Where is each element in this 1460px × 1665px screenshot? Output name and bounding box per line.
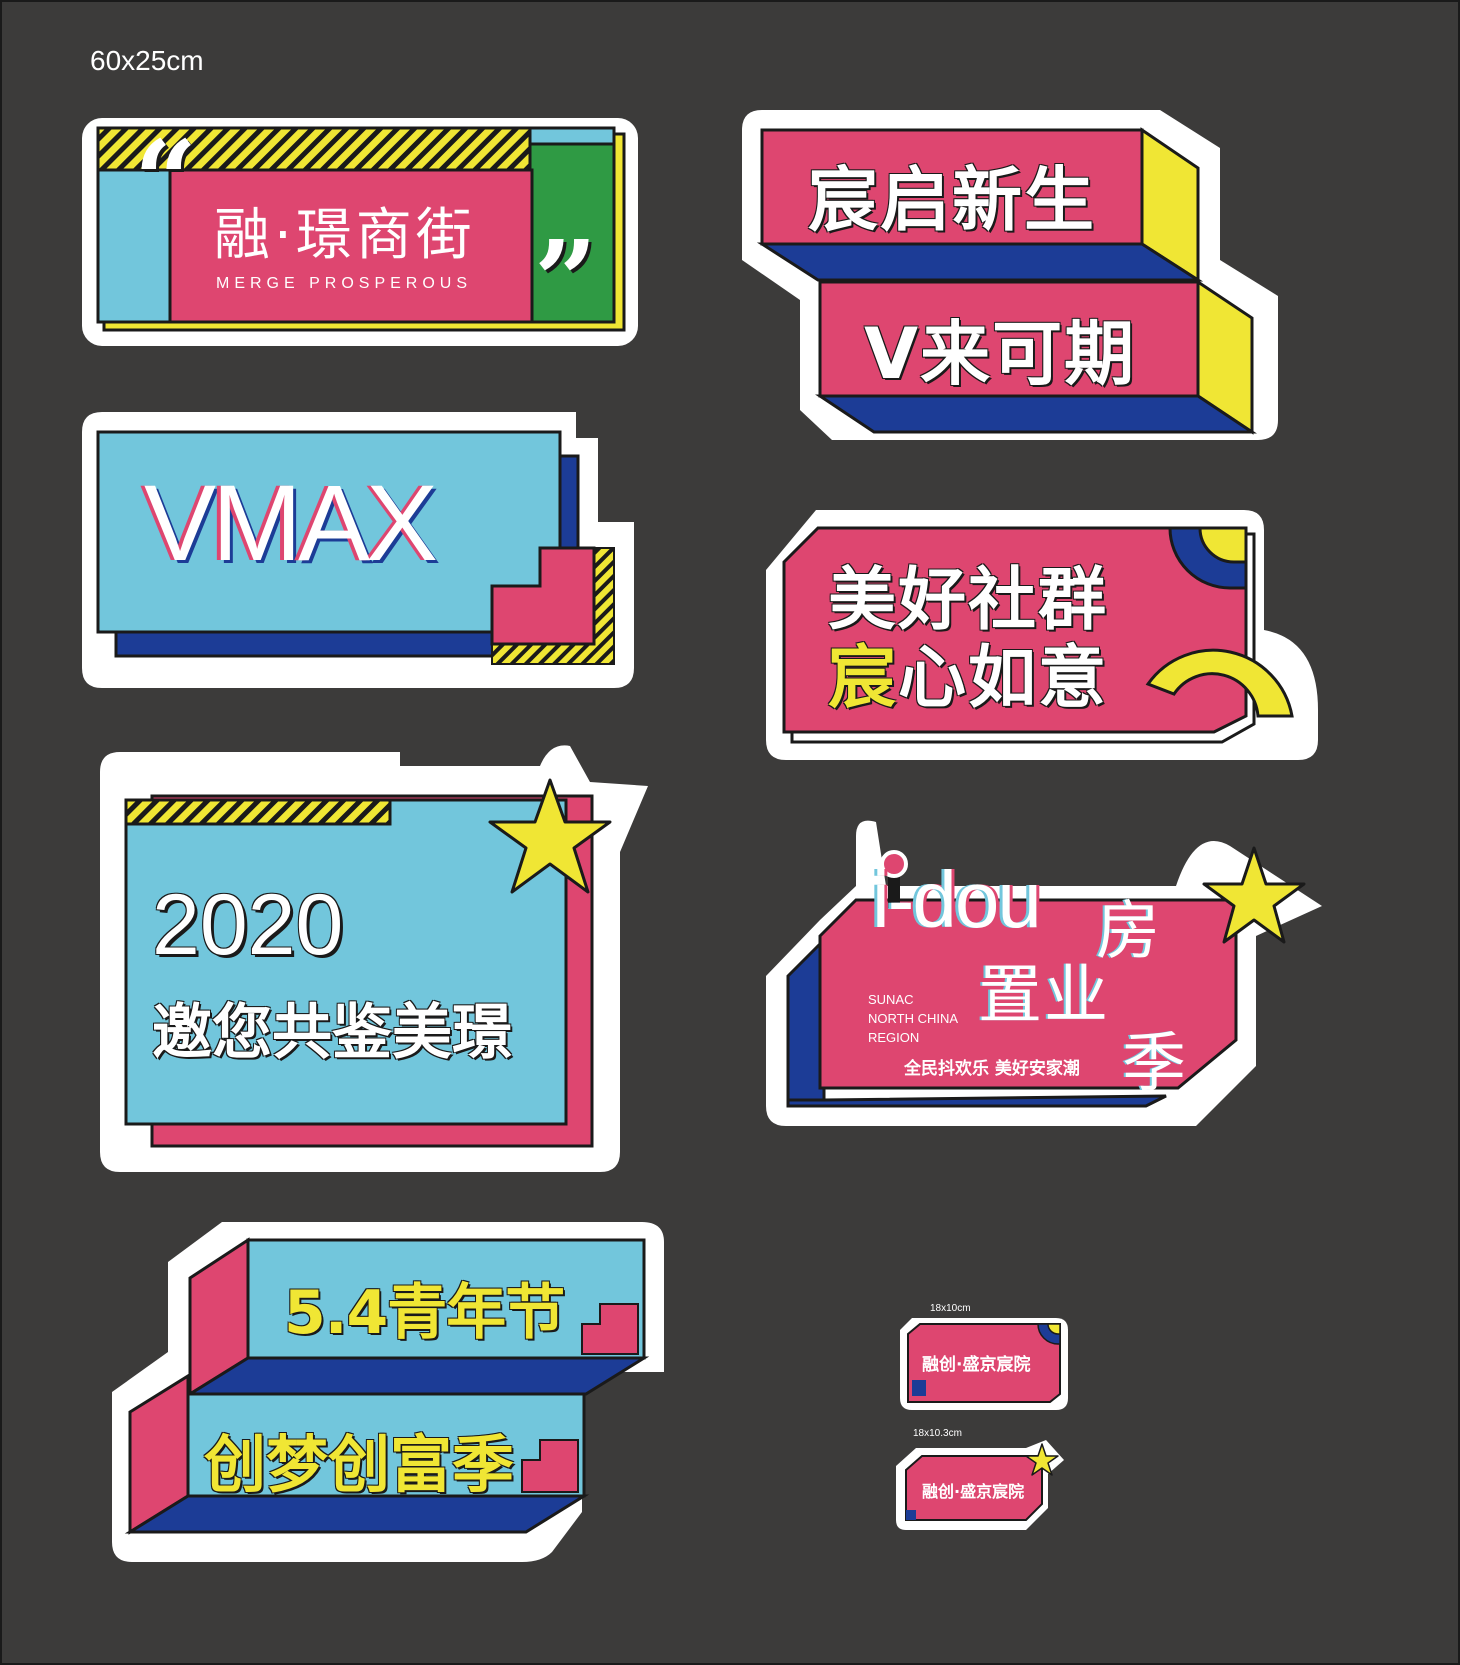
idou-en3: REGION [868, 1030, 920, 1045]
mini1-size-label: 18x10cm [930, 1303, 971, 1314]
sticker7-line1: 5.4青年节 [284, 1278, 565, 1348]
sticker1-subtitle: MERGE PROSPEROUS [216, 275, 473, 292]
mini-sticker-2: 融创·盛京宸院 [896, 1440, 1064, 1532]
sticker-new-life: 宸启新生 V来可期 [742, 110, 1297, 454]
sticker2-line2: V来可期 [864, 313, 1137, 395]
sticker-2020: 2020 邀您共鉴美璟 [100, 745, 656, 1178]
sticker-youth-day: 5.4青年节 创梦创富季 [112, 1222, 668, 1566]
sticker5-line: 邀您共鉴美璟 [152, 998, 512, 1068]
sticker-idou-art [766, 820, 1322, 1126]
sticker4-highlight: 宸 [828, 639, 899, 718]
size-label: 60x25cm [90, 45, 204, 76]
idou-title-bottom: 季 [1122, 1027, 1188, 1101]
sticker4-line1: 美好社群 [828, 561, 1109, 640]
sticker-merge-prosperous-art [82, 118, 638, 346]
idou-title-middle: 置业 [978, 959, 1110, 1033]
mini-sticker-1-art [900, 1318, 1068, 1410]
sticker-good-community-art [766, 510, 1318, 760]
sticker-vmax: VMAX [82, 412, 638, 692]
sticker-idou: i-dou 房 置业 季 SUNAC NORTH CHINA REGION 全民… [766, 820, 1322, 1146]
vmax-logo: VMAX [144, 462, 438, 583]
mini-sticker-2-art [896, 1440, 1064, 1530]
sticker-vmax-art [82, 412, 634, 688]
sticker-new-life-art [742, 110, 1278, 440]
mini2-text: 融创·盛京宸院 [922, 1482, 1025, 1501]
sticker-2020-art [100, 745, 648, 1172]
mini1-text: 融创·盛京宸院 [922, 1355, 1031, 1375]
idou-title-top: 房 [1096, 895, 1162, 969]
mini-sticker-1: 融创·盛京宸院 [900, 1318, 1068, 1410]
sticker-youth-day-art [112, 1222, 664, 1562]
sticker4-rest: 心如意 [898, 639, 1109, 718]
sticker4-line2: 宸心如意 [828, 622, 1108, 721]
sticker-good-community: 美好社群 宸心如意 [766, 510, 1318, 760]
idou-slogan: 全民抖欢乐 美好安家潮 [904, 1059, 1080, 1079]
idou-en2: NORTH CHINA [868, 1011, 959, 1026]
idou-en1: SUNAC [868, 992, 914, 1007]
open-quote-icon: “ [134, 116, 198, 245]
idou-brand: i-dou [872, 855, 1042, 944]
sticker5-year: 2020 [152, 877, 344, 973]
close-quote-icon: ” [534, 216, 598, 345]
mini2-size-label: 18x10.3cm [913, 1428, 962, 1439]
sticker2-line1: 宸启新生 [808, 159, 1096, 241]
sticker7-line2: 创梦创富季 [204, 1428, 515, 1501]
sticker1-title: 融·璟商街 [214, 203, 476, 268]
sticker-merge-prosperous: “ 融·璟商街 MERGE PROSPEROUS ” [82, 118, 638, 346]
